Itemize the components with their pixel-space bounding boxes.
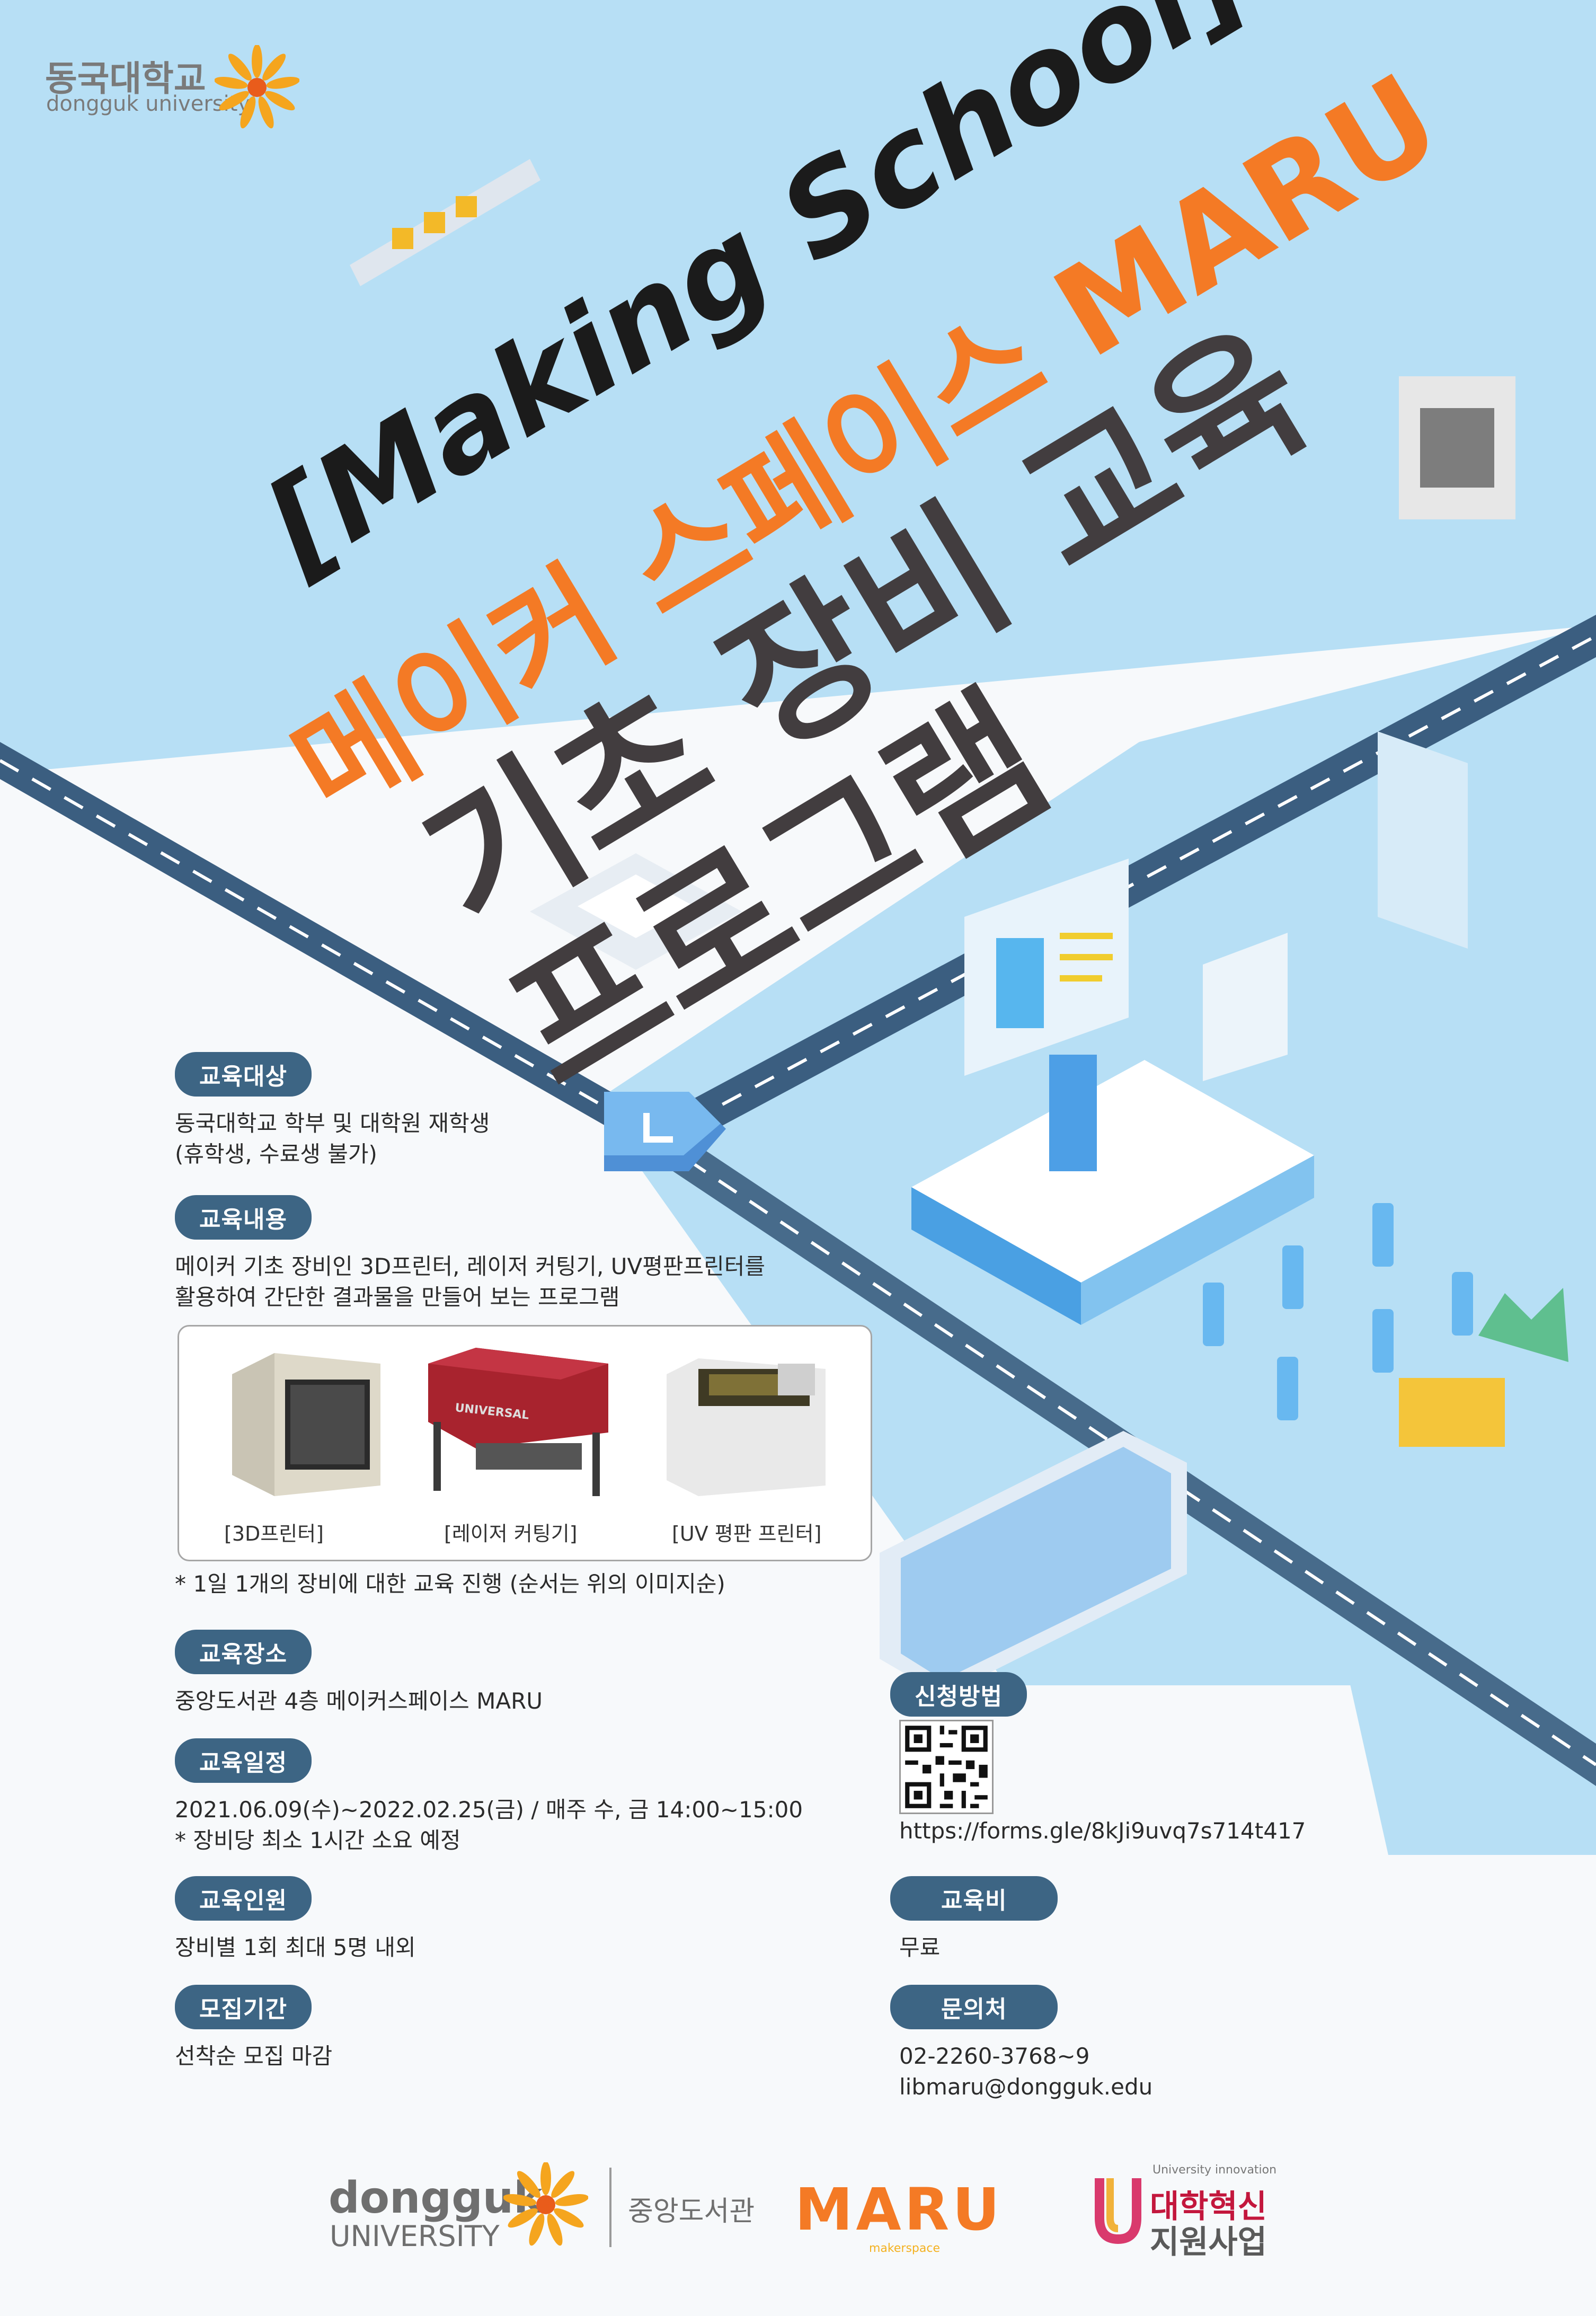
footer-logos: dongguk UNIVERSITY 중앙도서관 MARU makerspace… [0,2152,1596,2261]
footer-maru-logo: MARU [795,2176,1003,2243]
footer-innov-small: University innovation [1152,2163,1277,2177]
section-content: 교육내용 메이커 기초 장비인 3D프린터, 레이저 커팅기, UV평판프린터를… [175,1195,970,1313]
schedule-line: * 장비당 최소 1시간 소요 예정 [175,1827,461,1853]
footer-divider [609,2168,611,2247]
footer-university: UNIVERSITY [330,2220,500,2253]
pill-apply: 신청방법 [890,1672,1027,1717]
target-text: 동국대학교 학부 및 대학원 재학생 (휴학생, 수료생 불가) [175,1108,970,1170]
pill-target: 교육대상 [175,1052,312,1097]
pill-capacity: 교육인원 [175,1876,312,1921]
section-fee: 교육비 무료 [890,1876,1314,1963]
section-schedule: 교육일정 2021.06.09(수)~2022.02.25(금) / 매주 수,… [175,1738,970,1856]
pill-schedule: 교육일정 [175,1738,312,1783]
innovation-u-icon [1095,2178,1141,2244]
laser-cutter-image: UNIVERSAL [428,1348,608,1496]
qr-code-icon[interactable] [899,1720,994,1814]
place-text: 중앙도서관 4층 메이커스페이스 MARU [175,1686,970,1717]
content-line: 메이커 기초 장비인 3D프린터, 레이저 커팅기, UV평판프린터를 [175,1253,766,1279]
section-target: 교육대상 동국대학교 학부 및 대학원 재학생 (휴학생, 수료생 불가) [175,1052,970,1170]
pill-contact: 문의처 [890,1985,1058,2029]
sun-emblem-icon [215,45,299,129]
logo-english: dongguk university [46,92,251,116]
capacity-line: 장비별 1회 최대 5명 내외 [175,1934,416,1960]
dongguk-logo: 동국대학교 dongguk university [45,45,331,129]
contact-phone: 02-2260-3768~9 [899,2043,1090,2069]
footer-library: 중앙도서관 [628,2196,755,2227]
schedule-line: 2021.06.09(수)~2022.02.25(금) / 매주 수, 금 14… [175,1797,803,1823]
capacity-text: 장비별 1회 최대 5명 내외 [175,1932,970,1963]
equipment-box: UNIVERSAL [3D프린터] [레이저 커팅기] [UV 평판 프린터] [178,1325,872,1561]
period-text: 선착순 모집 마감 [175,2041,970,2072]
section-contact: 문의처 02-2260-3768~9 libmaru@dongguk.edu [890,1985,1314,2102]
content-line: 활용하여 간단한 결과물을 만들어 보는 프로그램 [175,1284,620,1310]
section-apply: 신청방법 [890,1672,1314,1717]
pill-content: 교육내용 [175,1195,312,1240]
equipment-label-laser: [레이저 커팅기] [444,1522,578,1545]
schedule-text: 2021.06.09(수)~2022.02.25(금) / 매주 수, 금 14… [175,1795,970,1856]
contact-text: 02-2260-3768~9 libmaru@dongguk.edu [899,2041,1314,2102]
footer-sun-icon [503,2162,588,2246]
logo-korean: 동국대학교 [45,58,206,99]
fee-text: 무료 [899,1934,941,1960]
contact-email[interactable]: libmaru@dongguk.edu [899,2074,1153,2100]
section-capacity: 교육인원 장비별 1회 최대 5명 내외 [175,1876,970,1963]
content-text: 메이커 기초 장비인 3D프린터, 레이저 커팅기, UV평판프린터를 활용하여… [175,1251,970,1313]
pill-fee: 교육비 [890,1876,1058,1921]
equipment-label-3d: [3D프린터] [224,1522,324,1545]
apply-url[interactable]: https://forms.gle/8kJi9uvq7s714t417 [899,1818,1306,1844]
footer-innov-2: 지원사업 [1150,2224,1267,2261]
pill-period: 모집기간 [175,1985,312,2029]
pill-place: 교육장소 [175,1630,312,1674]
title-block: [Making School] 메이커 스페이스 MARU 기초 장비 교육 프… [164,0,1468,1122]
3d-printer-image [232,1353,380,1496]
target-line: 동국대학교 학부 및 대학원 재학생 [175,1110,490,1136]
place-line: 중앙도서관 4층 메이커스페이스 MARU [175,1688,543,1714]
footer-innov-1: 대학혁신 [1150,2188,1267,2225]
equipment-label-uv: [UV 평판 프린터] [672,1522,822,1545]
section-place: 교육장소 중앙도서관 4층 메이커스페이스 MARU [175,1630,970,1717]
section-period: 모집기간 선착순 모집 마감 [175,1985,970,2072]
footer-maru-sub: makerspace [869,2242,940,2255]
period-line: 선착순 모집 마감 [175,2043,333,2069]
uv-printer-image [667,1358,826,1496]
equipment-note: * 1일 1개의 장비에 대한 교육 진행 (순서는 위의 이미지순) [175,1571,725,1597]
target-line: (휴학생, 수료생 불가) [175,1141,377,1167]
